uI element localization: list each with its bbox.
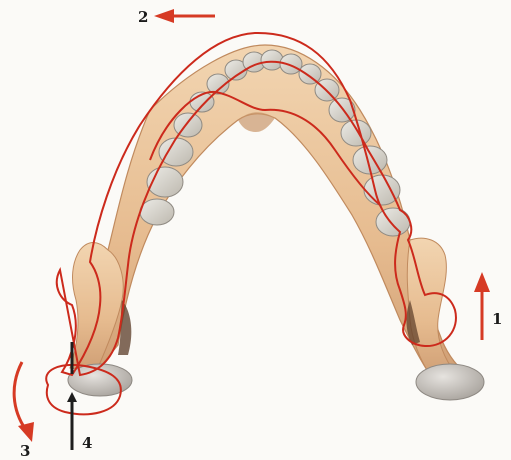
right-condyle (416, 364, 484, 400)
arrow-up-icon (474, 272, 490, 340)
tooth (159, 138, 193, 166)
left-ramus (70, 243, 123, 373)
arrow-left-icon (154, 9, 215, 23)
tooth (364, 175, 400, 205)
tooth (174, 113, 202, 137)
tooth (140, 199, 174, 225)
tooth (261, 50, 283, 70)
label-2: 2 (138, 8, 148, 26)
tooth (299, 64, 321, 84)
tooth (341, 120, 371, 146)
label-4: 4 (82, 434, 92, 452)
label-1: 1 (492, 310, 502, 328)
curved-arrow-down-icon (14, 362, 34, 442)
label-3: 3 (20, 442, 30, 460)
